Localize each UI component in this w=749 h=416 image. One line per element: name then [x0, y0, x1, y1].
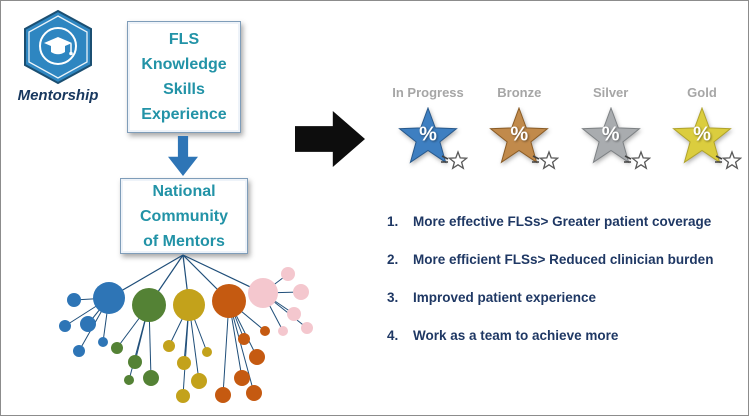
percent-symbol: % [693, 123, 711, 146]
achievement-tiers: In Progress % Bronze % [387, 85, 743, 171]
percent-symbol: % [601, 123, 620, 146]
star-shape [489, 106, 550, 164]
tier-label: Silver [592, 85, 629, 100]
fls-box: FLS Knowledge Skills Experience [127, 21, 241, 133]
fls-box-line: Experience [141, 106, 227, 123]
mentor-network [59, 254, 313, 403]
sparkle-star-icon [441, 150, 468, 170]
fls-box-line: Skills [163, 81, 205, 98]
tier-label: Bronze [497, 85, 542, 100]
mentors-box: National Community of Mentors [120, 178, 248, 254]
tier-label: In Progress [392, 85, 464, 100]
benefit-item: Work as a team to achieve more [387, 327, 619, 344]
tier-gold: Gold % [661, 85, 743, 171]
star-shape [580, 106, 641, 164]
mentorship-hexagon-badge [24, 9, 92, 85]
star-icon: % [396, 106, 468, 171]
star-shape [398, 106, 458, 164]
star-icon: % [579, 106, 651, 171]
badge-label: Mentorship [17, 87, 99, 104]
star-icon: % [487, 106, 560, 171]
sparkle-star-icon [532, 150, 560, 170]
percent-symbol: % [419, 123, 437, 146]
mentors-box-line: Community [140, 207, 228, 225]
right-arrow-icon [295, 111, 365, 167]
down-arrow-icon [168, 136, 198, 176]
mentors-box-line: National [152, 182, 216, 200]
sparkle-star-icon [714, 150, 742, 170]
benefit-item: More effective FLSs> Greater patient cov… [387, 213, 712, 230]
sparkle-star-icon [623, 150, 651, 170]
tier-bronze: Bronze % [478, 85, 560, 171]
percent-symbol: % [510, 123, 529, 146]
benefits-list: More effective FLSs> Greater patient cov… [387, 213, 743, 365]
benefit-item: More efficient FLSs> Reduced clinician b… [387, 251, 714, 268]
fls-box-line: FLS [168, 31, 200, 48]
tier-in-progress: In Progress % [387, 85, 469, 171]
mentors-box-line: of Mentors [143, 232, 225, 250]
graduation-cap-icon [39, 27, 77, 65]
benefit-item: Improved patient experience [387, 289, 597, 306]
star-icon: % [670, 106, 742, 171]
tier-label: Gold [687, 85, 717, 100]
tier-silver: Silver % [570, 85, 652, 171]
star-shape [672, 106, 732, 164]
fls-box-line: Knowledge [141, 56, 227, 73]
